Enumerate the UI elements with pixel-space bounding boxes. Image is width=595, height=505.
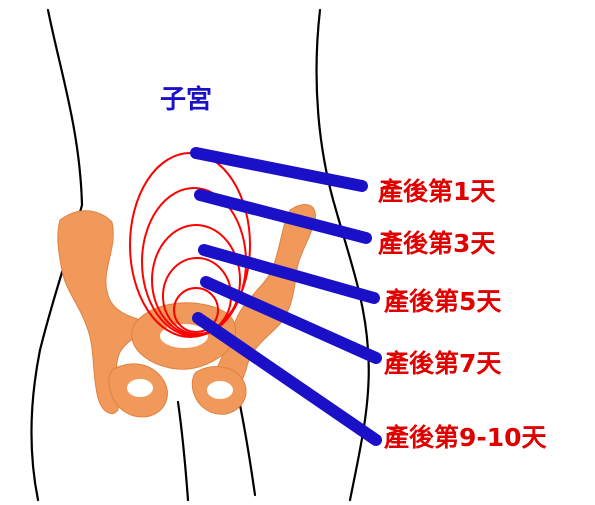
right-leg-contour — [240, 405, 255, 495]
obturator-left — [127, 379, 153, 397]
day-label-5: 產後第5天 — [384, 287, 501, 316]
uterus-label: 子宮 — [160, 84, 212, 115]
day-label-7: 產後第7天 — [384, 349, 501, 378]
day-label-9-10: 產後第9-10天 — [384, 423, 547, 452]
obturator-right — [207, 381, 233, 399]
day-label-3: 產後第3天 — [378, 229, 495, 258]
day-label-1: 產後第1天 — [378, 177, 495, 206]
pointer-line-day-1 — [196, 153, 362, 186]
left-leg-contour — [178, 402, 188, 500]
